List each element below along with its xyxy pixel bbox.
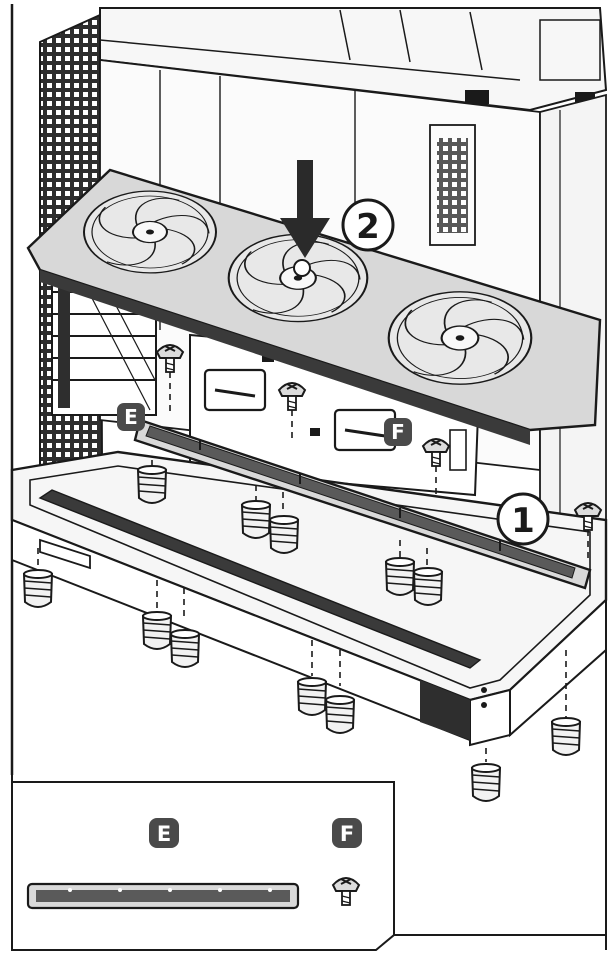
bracket-e-part <box>133 418 592 590</box>
legend-f-letter: F <box>340 822 354 846</box>
standoff-screw-icon <box>385 557 415 596</box>
standoff-screw-icon <box>142 611 172 650</box>
parts-legend: E F <box>11 640 607 951</box>
down-arrow-icon <box>280 160 330 258</box>
standoff-screw-icon <box>413 567 443 606</box>
radiator-fan-assembly <box>26 168 602 445</box>
step-1-label: 1 <box>511 501 535 541</box>
standoff-screw-icon <box>137 465 167 504</box>
step-1-callout: 1 <box>496 492 550 546</box>
legend-f-badge: F <box>332 818 362 848</box>
legend-e-badge: E <box>149 818 179 848</box>
legend-bracket-e <box>26 882 300 910</box>
legend-e-letter: E <box>157 822 171 846</box>
step-2-label: 2 <box>356 207 380 247</box>
case-top-frame <box>99 7 608 112</box>
standoff-screw-icon <box>471 763 501 802</box>
standoff-screw-icon <box>297 677 327 716</box>
part-e-badge: E <box>117 403 145 431</box>
part-f-letter: F <box>391 420 405 444</box>
step-2-callout: 2 <box>341 198 395 252</box>
standoff-screw-icon <box>325 695 355 734</box>
standoff-screw-icon <box>241 500 271 539</box>
standoff-screw-icon <box>551 717 581 756</box>
standoff-screw-icon <box>23 569 53 608</box>
part-f-badge: F <box>384 418 412 446</box>
standoff-screw-icon <box>269 515 299 554</box>
standoff-screw-icon <box>170 629 200 668</box>
part-e-letter: E <box>124 405 138 429</box>
